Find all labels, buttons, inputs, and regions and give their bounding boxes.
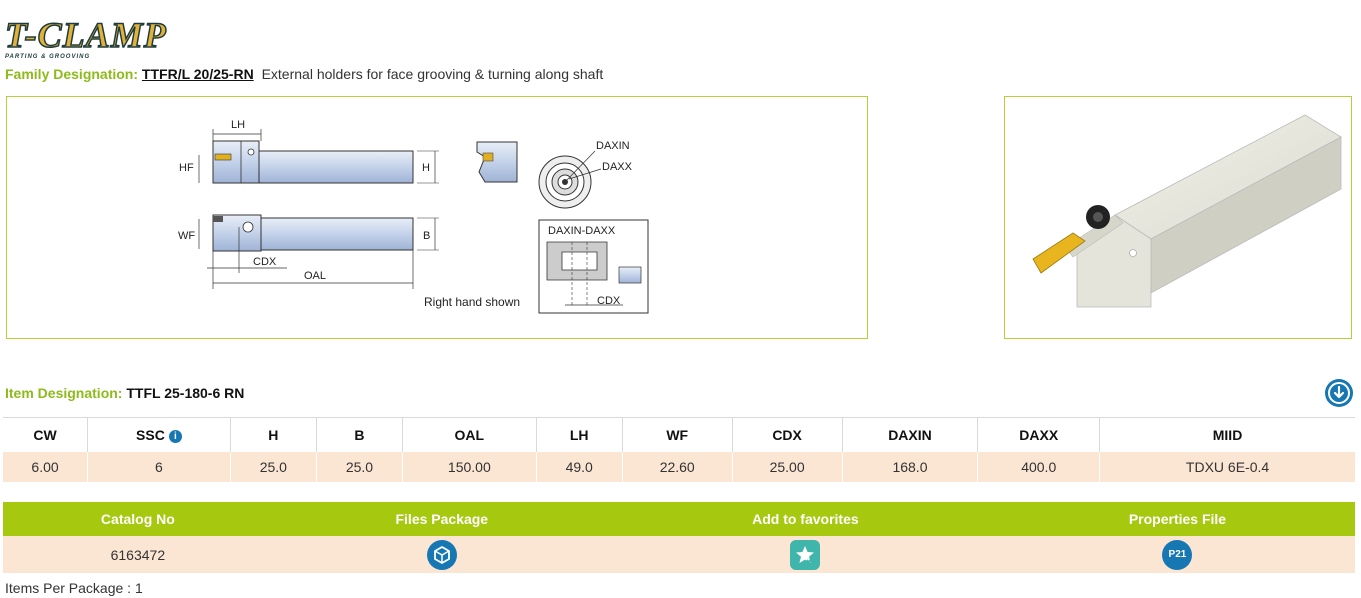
- spec-value-oal: 150.00: [402, 451, 537, 482]
- logo-wordmark: T-CLAMP: [4, 14, 167, 56]
- technical-drawing-panel: LH HF H WF B CDX OAL: [6, 96, 868, 339]
- dim-daxin-daxx-label: DAXIN-DAXX: [548, 225, 616, 237]
- properties-file-header: Properties File: [999, 502, 1355, 536]
- p21-icon[interactable]: P21: [1162, 539, 1193, 570]
- package-box-icon: [433, 545, 450, 564]
- spec-value-h: 25.0: [230, 451, 317, 482]
- spec-value-wf: 22.60: [622, 451, 733, 482]
- dim-cdx-label: CDX: [253, 256, 277, 268]
- t-clamp-logo: T-CLAMP PARTING & GROOVING: [4, 14, 230, 64]
- item-value: TTFL 25-180-6 RN: [126, 385, 245, 401]
- holder-side-view: [212, 140, 414, 184]
- holder-top-view: [212, 214, 414, 252]
- catalog-no-header: Catalog No: [3, 502, 273, 536]
- files-package-header: Files Package: [272, 502, 611, 536]
- spec-header-ssc-label: SSC: [136, 426, 165, 443]
- dim-daxin-label: DAXIN: [596, 140, 630, 152]
- item-designation: Item Designation: TTFL 25-180-6 RN: [5, 385, 244, 401]
- section-detail: [538, 219, 649, 314]
- spec-value-ssc: 6: [87, 451, 231, 482]
- family-designation: Family Designation: TTFR/L 20/25-RN Exte…: [5, 66, 603, 82]
- spec-value-row: 6.00 6 25.0 25.0 150.00 49.0 22.60 25.00…: [3, 451, 1355, 482]
- logo-subtitle: PARTING & GROOVING: [5, 54, 91, 60]
- spec-header-b: B: [316, 417, 404, 452]
- dim-wf-label: WF: [178, 230, 195, 242]
- star-icon: [796, 545, 815, 563]
- spec-value-lh: 49.0: [536, 451, 623, 482]
- add-to-favorites-header: Add to favorites: [610, 502, 1000, 536]
- product-image: [1032, 114, 1342, 308]
- spec-header-daxx: DAXX: [977, 417, 1101, 452]
- spec-value-b: 25.0: [316, 451, 404, 482]
- right-hand-note: Right hand shown: [424, 295, 520, 309]
- spec-value-miid: TDXU 6E-0.4: [1099, 451, 1355, 482]
- catalog-row: 6163472 P21: [3, 536, 1355, 573]
- spec-value-cdx: 25.00: [732, 451, 843, 482]
- dim-hf-label: HF: [179, 162, 194, 174]
- spec-header-wf: WF: [622, 417, 733, 452]
- family-description: External holders for face grooving & tur…: [261, 66, 604, 82]
- dim-h-label: H: [422, 162, 430, 174]
- spec-header-cdx: CDX: [732, 417, 843, 452]
- product-image-panel: [1004, 96, 1352, 339]
- catalog-no-value: 6163472: [3, 536, 273, 573]
- holder-end-view: [476, 141, 518, 183]
- files-package-icon[interactable]: [426, 539, 457, 570]
- dim-lh-label: LH: [231, 119, 245, 131]
- dim-b-label: B: [423, 230, 430, 242]
- technical-drawing: LH HF H WF B CDX OAL: [178, 119, 649, 314]
- spec-value-daxx: 400.0: [977, 451, 1101, 482]
- dim-oal-label: OAL: [304, 270, 326, 282]
- spec-header-miid: MIID: [1099, 417, 1355, 452]
- spec-value-daxin: 168.0: [842, 451, 979, 482]
- dim-daxx-label: DAXX: [602, 161, 633, 173]
- info-icon[interactable]: i: [168, 429, 182, 443]
- spec-header-cw: CW: [3, 417, 89, 452]
- download-arrow-icon: [1328, 382, 1350, 404]
- add-to-favorites-cell: [610, 536, 1000, 573]
- face-groove-view: [538, 150, 602, 209]
- properties-file-cell: P21: [999, 536, 1355, 573]
- dim-cdx-section-label: CDX: [597, 295, 621, 307]
- catalog-header-row: Catalog No Files Package Add to favorite…: [3, 502, 1355, 536]
- catalog-table: Catalog No Files Package Add to favorite…: [3, 502, 1355, 573]
- family-label: Family Designation:: [5, 66, 139, 82]
- spec-header-h: H: [230, 417, 317, 452]
- spec-header-lh: LH: [536, 417, 623, 452]
- spec-value-cw: 6.00: [3, 451, 89, 482]
- files-package-cell: [272, 536, 611, 573]
- items-per-package: Items Per Package : 1: [5, 580, 143, 596]
- item-label: Item Designation:: [5, 385, 123, 401]
- spec-header-oal: OAL: [402, 417, 537, 452]
- download-icon[interactable]: [1325, 379, 1353, 407]
- family-code-link[interactable]: TTFR/L 20/25-RN: [141, 66, 254, 82]
- add-to-favorites-icon[interactable]: [790, 539, 821, 570]
- spec-header-daxin: DAXIN: [842, 417, 979, 452]
